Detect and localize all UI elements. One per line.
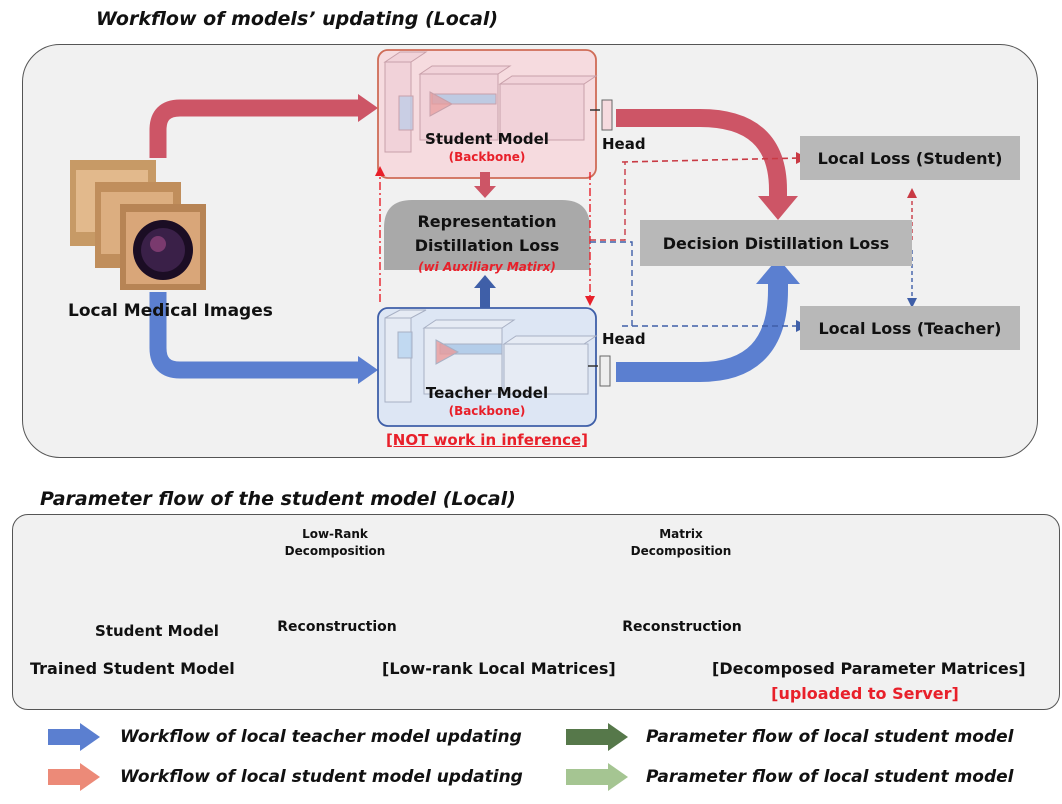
- legend-param-light-text: Parameter flow of local student model: [646, 767, 1014, 787]
- medical-image-stack: [70, 160, 206, 290]
- teacher-head-label: Head: [602, 330, 646, 348]
- rep-loss-line2: Distillation Loss: [414, 236, 560, 255]
- student-input-arrowhead: [358, 94, 378, 122]
- matrix-arrow-label-top: Matrix: [659, 527, 703, 541]
- legend-student-arrow: [48, 769, 82, 785]
- legend-student-text: Workflow of local student model updating: [120, 767, 523, 787]
- parameter-flow-panel: [12, 514, 1060, 710]
- uploaded-to-server-label: [uploaded to Server]: [771, 684, 959, 703]
- student-to-decision-arrow: [616, 109, 787, 200]
- bottom-section-title: Parameter flow of the student model (Loc…: [40, 488, 516, 510]
- student-model-sub: (Backbone): [448, 150, 526, 164]
- lowrank-arrow-label-bottom: Decomposition: [284, 544, 386, 558]
- legend-teacher-arrow: [48, 729, 82, 745]
- local-images-label: Local Medical Images: [68, 301, 273, 321]
- representation-loss-block: [384, 200, 590, 270]
- teacher-backbone-illustration: [384, 309, 598, 403]
- teacher-to-rep-arrow: [480, 286, 490, 308]
- trained-student-model-name: Student Model: [95, 622, 219, 640]
- teacher-input-arrowhead: [358, 356, 378, 384]
- teacher-model-sub: (Backbone): [448, 404, 526, 418]
- legend-param-light-arrow: [566, 769, 610, 785]
- reconstruction-label-1: Reconstruction: [277, 619, 397, 635]
- trained-student-label: Trained Student Model: [30, 659, 235, 678]
- legend-param-dark-text: Parameter flow of local student model: [646, 727, 1014, 747]
- local-loss-student: Local Loss (Student): [800, 136, 1020, 180]
- rep-loss-note: (wi Auxiliary Matirx): [418, 260, 556, 274]
- rep-loss-line1: Representation: [417, 212, 557, 231]
- lowrank-matrices-label: [Low-rank Local Matrices]: [382, 659, 616, 678]
- teacher-to-decision-arrow: [616, 278, 788, 382]
- student-head-label: Head: [602, 135, 646, 153]
- teacher-input-arrow: [149, 292, 360, 379]
- student-model-name: Student Model: [425, 130, 549, 148]
- decision-distillation-loss: Decision Distillation Loss: [640, 220, 912, 266]
- lowrank-arrow-label-top: Low-Rank: [302, 527, 368, 541]
- teacher-model-name: Teacher Model: [425, 384, 549, 402]
- reconstruction-label-2: Reconstruction: [622, 619, 742, 635]
- student-backbone-illustration: [383, 51, 598, 153]
- decomposed-matrices-label: [Decomposed Parameter Matrices]: [712, 659, 1026, 678]
- student-input-arrow: [149, 99, 360, 158]
- matrix-arrow-label-bottom: Decomposition: [630, 544, 732, 558]
- legend-param-dark-arrow: [566, 729, 610, 745]
- student-to-rep-arrow: [480, 172, 490, 188]
- teacher-inference-note: [NOT work in inference]: [385, 431, 589, 449]
- local-loss-teacher: Local Loss (Teacher): [800, 306, 1020, 350]
- top-section-title: Workflow of models’ updating (Local): [96, 8, 499, 30]
- teacher-head-block: [599, 355, 611, 387]
- student-head-block: [601, 99, 613, 131]
- legend-teacher-text: Workflow of local teacher model updating: [120, 727, 522, 747]
